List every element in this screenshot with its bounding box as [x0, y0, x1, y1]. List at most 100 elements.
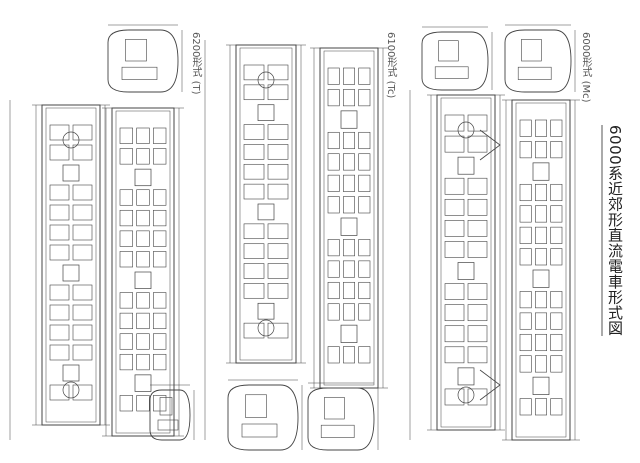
window: [119, 189, 133, 206]
window: [467, 198, 488, 216]
window: [153, 292, 167, 309]
window: [243, 263, 265, 279]
window: [358, 303, 371, 321]
window: [444, 198, 465, 216]
window: [535, 226, 547, 244]
window: [519, 291, 532, 309]
bumper: [241, 423, 278, 438]
window: [358, 239, 371, 257]
bumper: [320, 424, 355, 438]
window: [519, 312, 532, 330]
car-plan-6200-inner: [115, 110, 171, 434]
window: [535, 333, 547, 352]
pantograph-icon: [479, 129, 501, 401]
window: [343, 239, 355, 257]
window: [72, 124, 93, 141]
window: [535, 312, 547, 330]
window: [243, 163, 265, 180]
window: [550, 291, 563, 309]
window: [119, 127, 133, 144]
window: [519, 119, 532, 137]
window: [358, 196, 371, 214]
window: [136, 251, 150, 268]
window: [119, 230, 133, 247]
bumper: [121, 66, 158, 80]
window: [136, 230, 150, 247]
window: [467, 388, 488, 406]
window: [535, 291, 547, 309]
window: [49, 384, 70, 401]
door: [457, 367, 475, 386]
window: [343, 89, 355, 107]
window: [49, 304, 70, 321]
window: [327, 303, 340, 321]
window: [444, 220, 465, 237]
window: [49, 224, 70, 241]
window: [519, 205, 532, 223]
door: [340, 324, 358, 343]
bumper: [517, 66, 552, 80]
door: [532, 162, 550, 181]
window: [72, 284, 93, 301]
window: [267, 223, 289, 240]
window: [550, 398, 563, 416]
window: [243, 84, 265, 101]
window: [343, 260, 355, 278]
window: [136, 292, 150, 309]
window: [519, 248, 532, 266]
window: [243, 144, 265, 160]
window: [49, 204, 70, 221]
window: [243, 243, 265, 259]
window: [119, 251, 133, 268]
window: [153, 189, 167, 206]
window: [153, 353, 167, 371]
end-view-6200: [107, 29, 179, 93]
window: [136, 312, 150, 330]
window: [550, 141, 563, 159]
cab-window: [438, 40, 459, 62]
bogie-icon: [457, 386, 475, 404]
end-view-6000-rear: [504, 29, 572, 93]
window: [72, 344, 93, 361]
window: [153, 312, 167, 330]
window: [519, 333, 532, 352]
window: [327, 67, 340, 85]
window: [519, 355, 532, 373]
bumper: [434, 66, 469, 79]
bogie-icon: [62, 381, 80, 399]
window: [444, 325, 465, 343]
bogie-icon: [257, 319, 275, 337]
window: [267, 84, 289, 101]
window: [467, 304, 488, 322]
window: [519, 398, 532, 416]
window: [327, 153, 340, 171]
window: [444, 114, 465, 132]
window: [358, 153, 371, 171]
window: [343, 303, 355, 321]
window: [49, 344, 70, 361]
window: [358, 131, 371, 150]
window: [550, 183, 563, 202]
window: [119, 395, 133, 412]
window: [327, 346, 340, 364]
window: [136, 209, 150, 227]
door: [532, 269, 550, 288]
door: [134, 168, 152, 187]
window: [550, 333, 563, 352]
window: [243, 322, 265, 339]
window: [358, 260, 371, 278]
window: [49, 324, 70, 341]
window: [444, 177, 465, 195]
window: [467, 283, 488, 300]
door: [134, 271, 152, 289]
window: [519, 141, 532, 159]
window: [467, 135, 488, 153]
window: [467, 346, 488, 364]
window: [327, 174, 340, 192]
window: [467, 177, 488, 195]
window: [535, 141, 547, 159]
window: [358, 281, 371, 300]
window: [550, 248, 563, 266]
door: [257, 302, 275, 320]
window: [327, 131, 340, 150]
